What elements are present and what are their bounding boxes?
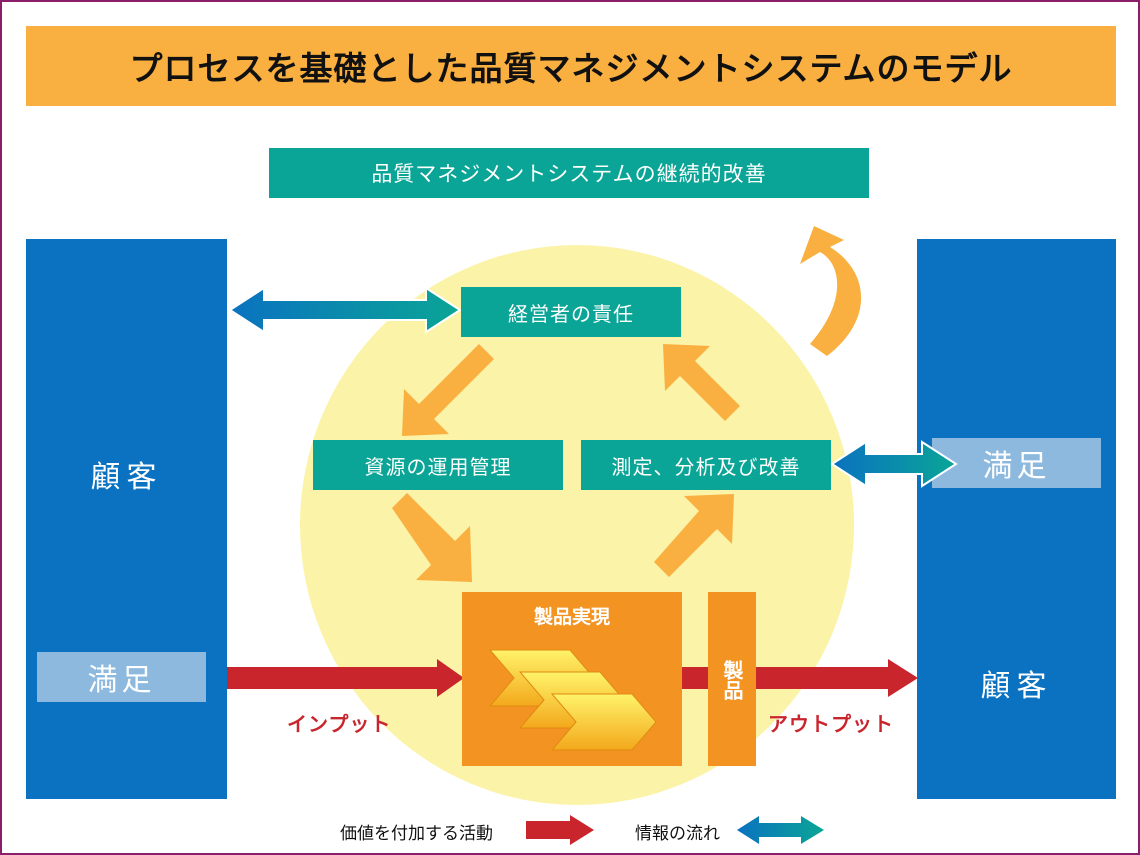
product-box (708, 592, 756, 766)
arrow-management-to-resource (402, 344, 494, 436)
arrow-realization-to-measurement (654, 494, 734, 577)
right-satisfaction-label: 満足 (932, 438, 1101, 488)
right-customer-label: 顧客 (980, 669, 1053, 704)
info-arrow-right (830, 440, 958, 488)
arrow-resource-to-realization (392, 493, 472, 582)
left-customer-column (26, 239, 227, 799)
product-label: 製品 (720, 660, 744, 700)
continuous-improvement-label: 品質マネジメントシステムの継続的改善 (269, 148, 869, 198)
input-arrow (227, 659, 464, 697)
management-responsibility-box: 経営者の責任 (461, 287, 681, 337)
page-title: プロセスを基礎とした品質マネジメントシステムのモデル (26, 26, 1116, 106)
legend-information-flow-label: 情報の流れ (635, 824, 720, 844)
legend-value-activity-arrow (526, 815, 594, 845)
output-arrow (756, 659, 918, 697)
left-satisfaction-label: 満足 (37, 652, 206, 702)
chevron-3 (550, 693, 657, 751)
measurement-analysis-box: 測定、分析及び改善 (581, 440, 831, 490)
resource-management-box: 資源の運用管理 (313, 440, 563, 490)
legend-information-flow-arrow (737, 816, 824, 844)
right-customer-column (917, 239, 1116, 799)
improvement-curve-arrow (800, 226, 862, 356)
arrow-measurement-to-management (663, 344, 740, 421)
product-realization-label: 製品実現 (533, 606, 610, 628)
input-label: インプット (287, 712, 392, 736)
realization-to-product-connector (682, 667, 708, 689)
left-customer-label: 顧客 (90, 460, 163, 495)
legend-value-activity-label: 価値を付加する活動 (340, 824, 493, 844)
info-arrow-left (228, 286, 462, 334)
output-label: アウトプット (768, 712, 894, 736)
process-chevrons (488, 649, 657, 751)
